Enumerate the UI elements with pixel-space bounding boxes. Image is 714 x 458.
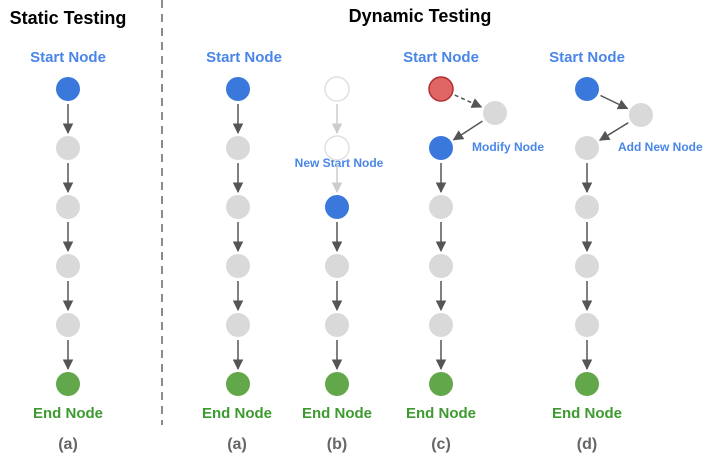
dynamic-a-node-1 (226, 136, 250, 160)
dynamic-b-node-2 (325, 195, 349, 219)
nodes (56, 76, 653, 396)
panel-label-dynamic-a: (a) (227, 436, 247, 453)
dynamic-c-edge-side (452, 120, 483, 141)
end-node-label-c: End Node (406, 405, 476, 422)
dynamic-d-node-4 (575, 313, 599, 337)
dynamic-d-start-node (575, 77, 599, 101)
dynamic-b-node-3 (325, 254, 349, 278)
static-a-node-1 (56, 136, 80, 160)
dynamic-c-node-3 (429, 254, 453, 278)
panel-label-static-a: (a) (58, 436, 78, 453)
static-a-node-3 (56, 254, 80, 278)
modify-node-label: Modify Node (472, 140, 544, 154)
dynamic-d-edge-to-added (600, 94, 629, 110)
static-a-node-0 (56, 77, 80, 101)
dynamic-d-edge-from-added (598, 122, 629, 141)
end-node-label-d: End Node (552, 405, 622, 422)
dynamic-a-node-0 (226, 77, 250, 101)
end-node-label-static: End Node (33, 405, 103, 422)
new-start-node-label: New Start Node (295, 156, 384, 170)
end-node-label-b: End Node (302, 405, 372, 422)
dynamic-d-node-2 (575, 195, 599, 219)
panel-label-dynamic-b: (b) (327, 436, 347, 453)
dynamic-b-ghost-node-0 (324, 76, 350, 102)
dynamic-a-node-5 (226, 372, 250, 396)
dynamic-c-node-1 (429, 136, 453, 160)
dynamic-a-node-3 (226, 254, 250, 278)
dynamic-c-side-node (483, 101, 507, 125)
panel-label-dynamic-d: (d) (577, 436, 597, 453)
end-node-label-a: End Node (202, 405, 272, 422)
dynamic-d-node-3 (575, 254, 599, 278)
static-testing-title: Static Testing (10, 8, 127, 28)
static-a-node-2 (56, 195, 80, 219)
dynamic-d-node-1 (575, 136, 599, 160)
dynamic-c-node-4 (429, 313, 453, 337)
panel-label-dynamic-c: (c) (431, 436, 451, 453)
dynamic-a-node-4 (226, 313, 250, 337)
dynamic-d-added-node (629, 103, 653, 127)
dynamic-c-node-5 (429, 372, 453, 396)
start-node-label-static: Start Node (30, 49, 106, 66)
start-node-label-d: Start Node (549, 49, 625, 66)
dynamic-d-node-5 (575, 372, 599, 396)
dynamic-c-modified-start-node (428, 76, 454, 102)
edges (62, 94, 629, 371)
dynamic-c-edge-dashed (454, 94, 483, 108)
dynamic-b-node-5 (325, 372, 349, 396)
dynamic-a-node-2 (226, 195, 250, 219)
static-a-node-4 (56, 313, 80, 337)
start-node-label-a: Start Node (206, 49, 282, 66)
static-a-node-5 (56, 372, 80, 396)
dynamic-b-ghost-node-1 (324, 135, 350, 161)
add-new-node-label: Add New Node (618, 140, 703, 154)
dynamic-b-node-4 (325, 313, 349, 337)
start-node-label-c: Start Node (403, 49, 479, 66)
dynamic-testing-title: Dynamic Testing (349, 6, 492, 26)
dynamic-c-node-2 (429, 195, 453, 219)
